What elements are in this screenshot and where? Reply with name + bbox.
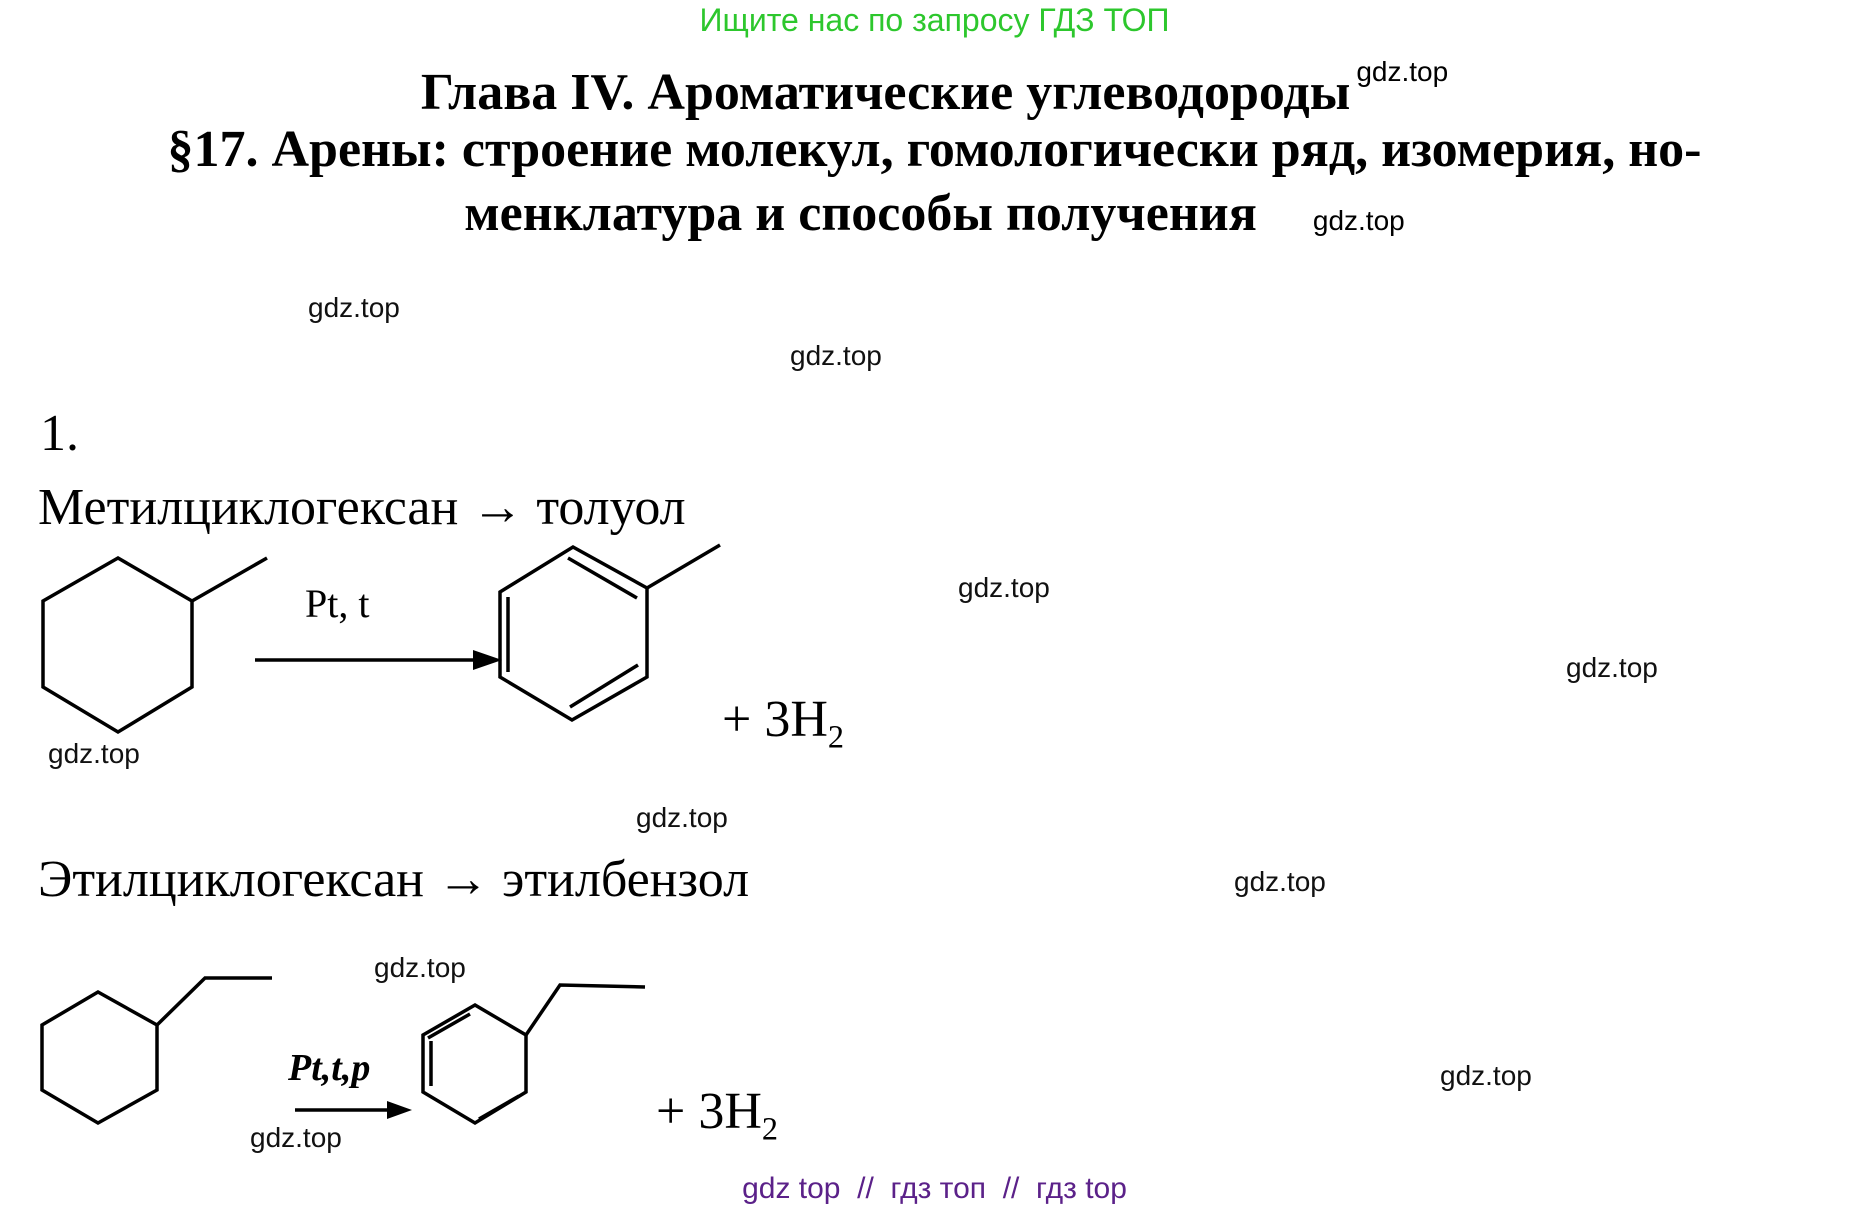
exercise-number: 1. [40,405,79,462]
benzene-ring [421,1002,528,1126]
double-bond-bottomright [569,663,639,709]
paragraph-title-line2-text: менклатура и способы получения [464,185,1257,242]
methyl-bond [646,543,721,590]
watermark: gdz.top [790,340,882,371]
paragraph-title-line2: менклатура и способы получения gdz.top [0,184,1869,244]
reaction1-scheme [41,543,721,735]
reaction-arrow-head [387,1101,412,1119]
reaction1-condition: Pt, t [305,581,370,626]
ethyl-bond [524,983,646,1036]
methyl-bond [191,556,268,603]
benzene-ring [498,544,649,723]
double-bond-topleft [427,1012,471,1040]
watermark: gdz.top [308,292,400,323]
paragraph-title-line1: §17. Арены: строение молекул, гомологиче… [167,121,1702,178]
watermark: gdz.top [1440,1060,1532,1091]
watermark: gdz.top [958,572,1050,603]
ethylcyclohexane-ring [40,989,159,1126]
promo-header: Ищите нас по запросу ГДЗ ТОП [699,2,1170,38]
reaction2-scheme [40,976,646,1126]
footer-watermark: gdz top // гдз топ // гдз top [742,1172,1127,1205]
watermark: gdz.top [48,738,140,769]
watermark: gdz.top [1566,652,1658,683]
reaction2-headline: Этилциклогексан → этилбензол [38,851,750,908]
ethyl-bond [155,976,272,1027]
reaction2-condition: Pt,t,p [288,1047,371,1089]
reaction1-byproduct: + 3H2 [722,690,844,755]
byproduct-formula: + 3H [656,1083,762,1140]
reaction2-byproduct: + 3H2 [656,1082,778,1147]
double-bond-topright [567,556,638,600]
byproduct-formula: + 3H [722,691,828,748]
watermark: gdz.top [374,952,466,983]
reaction1-headline: Метилциклогексан → толуол [38,479,686,536]
watermark: gdz.top [636,802,728,833]
watermark: gdz.top [250,1122,342,1153]
double-bond-bottomright [478,1094,520,1121]
methylcyclohexane-ring [41,555,194,735]
watermark: gdz.top [1234,866,1326,897]
byproduct-subscript: 2 [827,718,845,755]
chapter-title-text: Глава IV. Ароматические углеводороды [420,64,1351,121]
byproduct-subscript: 2 [761,1110,779,1147]
reaction-arrow-head [473,650,502,670]
watermark-title-sup: gdz.top [1356,56,1449,87]
watermark-title-line3: gdz.top [1312,205,1405,236]
